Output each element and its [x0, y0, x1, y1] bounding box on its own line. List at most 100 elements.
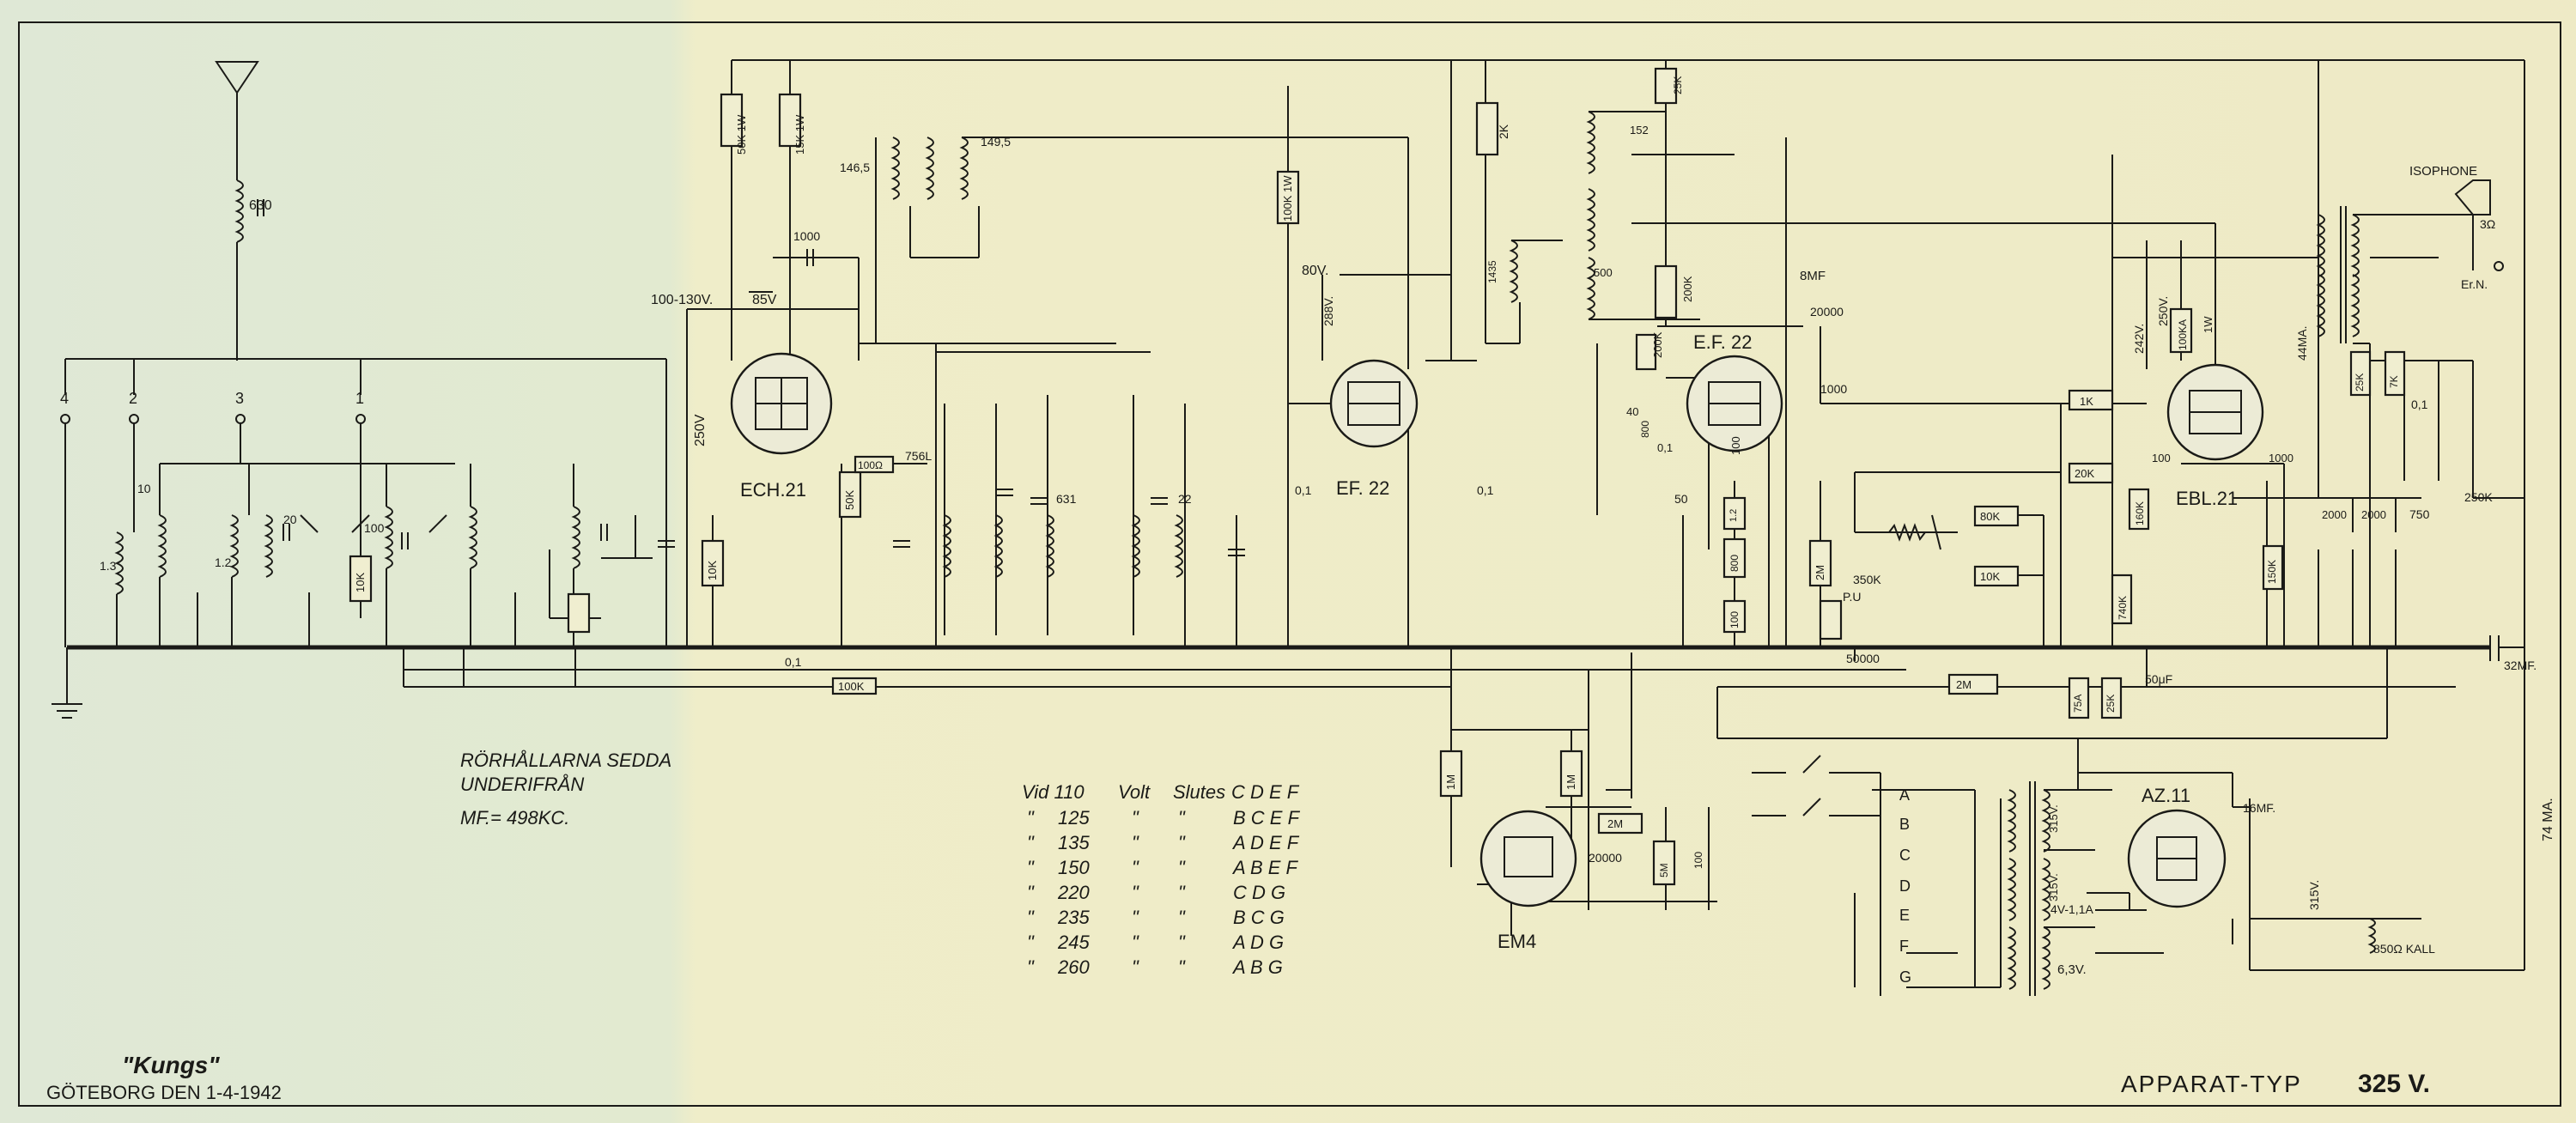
vtable-header-vid: Vid 110 [1022, 781, 1084, 803]
label-tap-e: E [1899, 907, 1910, 924]
label-tube-ef22-first: EF. 22 [1336, 477, 1389, 499]
tube-ech21 [730, 352, 833, 455]
label-c40: 40 [1626, 405, 1638, 418]
label-r740k: 740K [2117, 596, 2129, 620]
label-r5m: 5M [1658, 863, 1670, 877]
voltage-selection-table: Vid 110 Volt Slutes C D E F "125""B C E … [1022, 781, 1301, 978]
vtable-row-1-r1: " [1132, 832, 1139, 853]
vtable-row-6-r2: " [1178, 956, 1186, 978]
model-type-label: APPARAT-TYP [2121, 1071, 2302, 1097]
label-r2m-c: 2M [1607, 817, 1623, 830]
note-tube-sockets: RÖRHÅLLARNA SEDDA [460, 750, 671, 771]
label-c8mf: 8MF [1800, 269, 1826, 283]
label-c50: 50 [1674, 492, 1688, 506]
label-pu: P.U [1843, 590, 1862, 604]
label-c16mf: 16MF. [2243, 801, 2275, 815]
tube-ebl21 [2166, 363, 2264, 461]
label-er-n: Er.N. [2461, 277, 2488, 291]
label-c100c: 100 [2152, 452, 2171, 464]
maker-brand: "Kungs" [122, 1052, 220, 1078]
vtable-row-2-combo: A B E F [1231, 857, 1299, 878]
label-r1m-b: 1M [1564, 774, 1577, 790]
label-v85: 85V [752, 293, 777, 307]
vtable-row-1-mark: " [1027, 832, 1035, 853]
label-w1: 1W [2202, 316, 2215, 333]
label-c100: 100 [364, 521, 385, 535]
vtable-row-4-volt: 235 [1057, 907, 1090, 928]
vtable-row-6-mark: " [1027, 956, 1035, 978]
label-ant-coil: 630 [249, 198, 272, 213]
label-r10k-b: 10K [706, 561, 719, 580]
vtable-row-1-r2: " [1178, 832, 1186, 853]
vtable-row-4-combo: B C G [1233, 907, 1285, 928]
label-v250: 250V [693, 414, 708, 446]
label-c10: 10 [137, 482, 151, 495]
label-r800: 800 [1639, 421, 1651, 438]
label-c50uf: 50μF [2145, 672, 2172, 686]
vtable-row-5-volt: 245 [1057, 932, 1090, 953]
vtable-row-0-mark: " [1027, 807, 1035, 829]
vtable-row-0-volt: 125 [1058, 807, 1090, 829]
label-r200k-b: 200K [1651, 331, 1664, 358]
vtable-header-taps: C D E F [1231, 781, 1300, 803]
label-tap-g: G [1899, 968, 1911, 986]
label-tap-f: F [1899, 938, 1909, 955]
label-r250k: 250K [2464, 490, 2493, 504]
label-v100-130: 100-130V. [651, 293, 713, 307]
label-c01d: 0,1 [1657, 441, 1673, 454]
label-v80: 80V. [1302, 264, 1328, 278]
label-r200k-a: 200K [1681, 276, 1694, 302]
vtable-header-volt: Volt [1118, 781, 1151, 803]
label-r2k: 2K [1497, 124, 1510, 139]
label-sw1: 1 [355, 390, 364, 407]
label-c01c: 0,1 [1477, 483, 1494, 497]
label-c2000: 2000 [2322, 508, 2347, 521]
label-sw4: 4 [60, 390, 69, 407]
label-coil149: 149,5 [981, 135, 1011, 149]
construction-notes: RÖRHÅLLARNA SEDDA UNDERIFRÅN MF.= 498KC. [460, 750, 671, 829]
label-c1435: 1435 [1486, 260, 1498, 283]
label-r2m-b: 2M [1956, 678, 1971, 691]
label-v315b: 315V. [2047, 804, 2060, 833]
label-v242: 242V. [2132, 324, 2146, 354]
label-c01b: 0,1 [1295, 483, 1312, 497]
label-c152: 152 [1630, 124, 1649, 137]
vtable-row-2-r1: " [1132, 857, 1139, 878]
label-r350k: 350K [1853, 573, 1881, 586]
label-tube-em4: EM4 [1498, 931, 1536, 952]
label-c01e: 0,1 [2411, 398, 2428, 411]
label-c50000: 50000 [1846, 652, 1880, 665]
label-c500: 500 [1594, 266, 1613, 279]
model-type-number: 325 V. [2358, 1070, 2430, 1098]
vtable-row-6-combo: A B G [1231, 956, 1283, 978]
label-tube-ef22-second: E.F. 22 [1693, 331, 1752, 353]
label-ohm3: 3Ω [2480, 217, 2495, 231]
label-r1-2: 1.2 [1728, 509, 1739, 522]
label-c1000c: 1000 [2269, 452, 2293, 464]
label-tap-c: C [1899, 847, 1911, 864]
label-coil146: 146,5 [840, 161, 870, 174]
label-v18: 100 [1729, 436, 1742, 455]
vtable-row-3-r2: " [1178, 882, 1186, 903]
tube-em4 [1479, 810, 1577, 908]
vtable-row-1-volt: 135 [1058, 832, 1090, 853]
tube-ef22-first [1329, 359, 1419, 448]
label-c2000b: 2000 [2361, 508, 2386, 521]
label-v63: 6,3V. [2057, 962, 2087, 977]
label-r150k: 150K [2266, 560, 2278, 584]
vtable-row-0-r1: " [1132, 807, 1139, 829]
vtable-row-0-combo: B C E F [1233, 807, 1301, 829]
label-tube-az11: AZ.11 [2142, 785, 2190, 806]
label-r100k-bot: 100K [838, 680, 865, 693]
label-v288: 288V. [1321, 296, 1335, 326]
label-r75a: 75A [2072, 695, 2084, 713]
label-r1k: 1K [2080, 395, 2093, 408]
label-c20: 20 [283, 513, 297, 526]
resistors [349, 67, 2406, 886]
label-r50k-1w: 50K 1W [735, 114, 748, 155]
label-tap-d: D [1899, 877, 1911, 895]
label-r50k: 50K [843, 490, 856, 510]
tube-az11 [2127, 809, 2227, 908]
label-r100k-1w: 100K 1W [1281, 175, 1294, 222]
